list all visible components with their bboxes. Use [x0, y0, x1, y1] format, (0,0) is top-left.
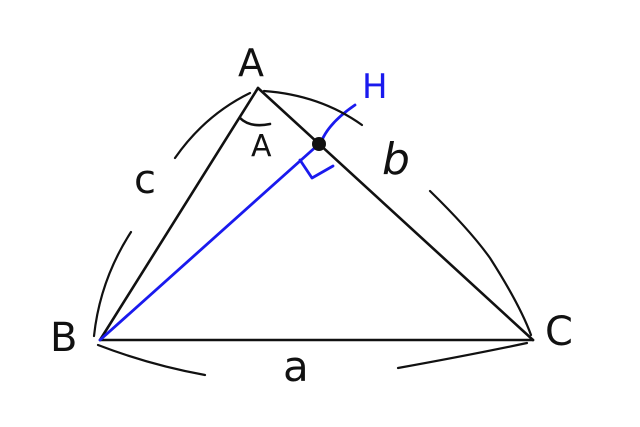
h-leader-line	[320, 103, 357, 142]
vertex-label-B: B	[50, 315, 78, 361]
vertex-label-A: A	[238, 41, 264, 85]
side-b-arc-lower	[428, 189, 533, 337]
side-c-arc-lower	[92, 230, 133, 338]
side-AB	[98, 86, 260, 342]
foot-label-H: H	[362, 67, 388, 107]
side-label-b: b	[382, 134, 410, 185]
side-c-arc-upper	[173, 91, 252, 160]
side-b-arc-upper	[262, 89, 364, 127]
angle-A-arc	[238, 116, 272, 127]
foot-point-H	[312, 137, 326, 151]
side-label-a: a	[283, 342, 309, 391]
side-AC	[256, 86, 535, 342]
side-a-arc-right	[396, 341, 529, 370]
altitude-BH	[98, 142, 321, 342]
side-label-c: c	[134, 157, 156, 203]
right-angle-marker	[298, 158, 335, 180]
angle-label-A: A	[251, 129, 272, 164]
side-a-arc-left	[96, 343, 207, 377]
vertex-label-C: C	[545, 309, 573, 355]
